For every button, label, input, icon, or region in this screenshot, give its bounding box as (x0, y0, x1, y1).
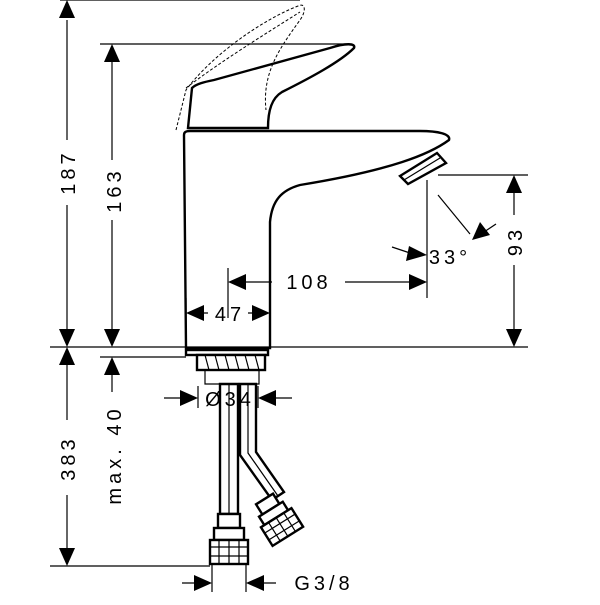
dimension-lines (50, 0, 528, 592)
dim-max-deck-thickness: max. 40 (104, 405, 126, 504)
dim-spout-reach: 108 (286, 272, 331, 294)
lever-handle (186, 43, 356, 130)
lever-raised-outline (175, 4, 305, 131)
faucet-outline (175, 4, 451, 385)
hose-connector-straight (208, 512, 250, 566)
dim-spout-height: 163 (104, 167, 126, 212)
dim-connection-thread: G3/8 (294, 573, 353, 595)
dim-below-deck: 383 (58, 435, 80, 480)
hose-bent (238, 382, 286, 502)
hose-connector-bent (254, 492, 305, 548)
supply-hoses (208, 382, 305, 566)
faucet-body (182, 129, 451, 350)
dim-outlet-height: 93 (505, 226, 527, 256)
dim-outlet-angle: 33° (429, 247, 471, 269)
dimension-labels: 187 163 93 108 47 33° Ø34 383 max. 40 G3… (58, 149, 527, 595)
dim-total-height: 187 (58, 149, 80, 194)
dim-hole-diameter: Ø34 (205, 389, 255, 411)
dim-body-width: 47 (215, 304, 245, 326)
